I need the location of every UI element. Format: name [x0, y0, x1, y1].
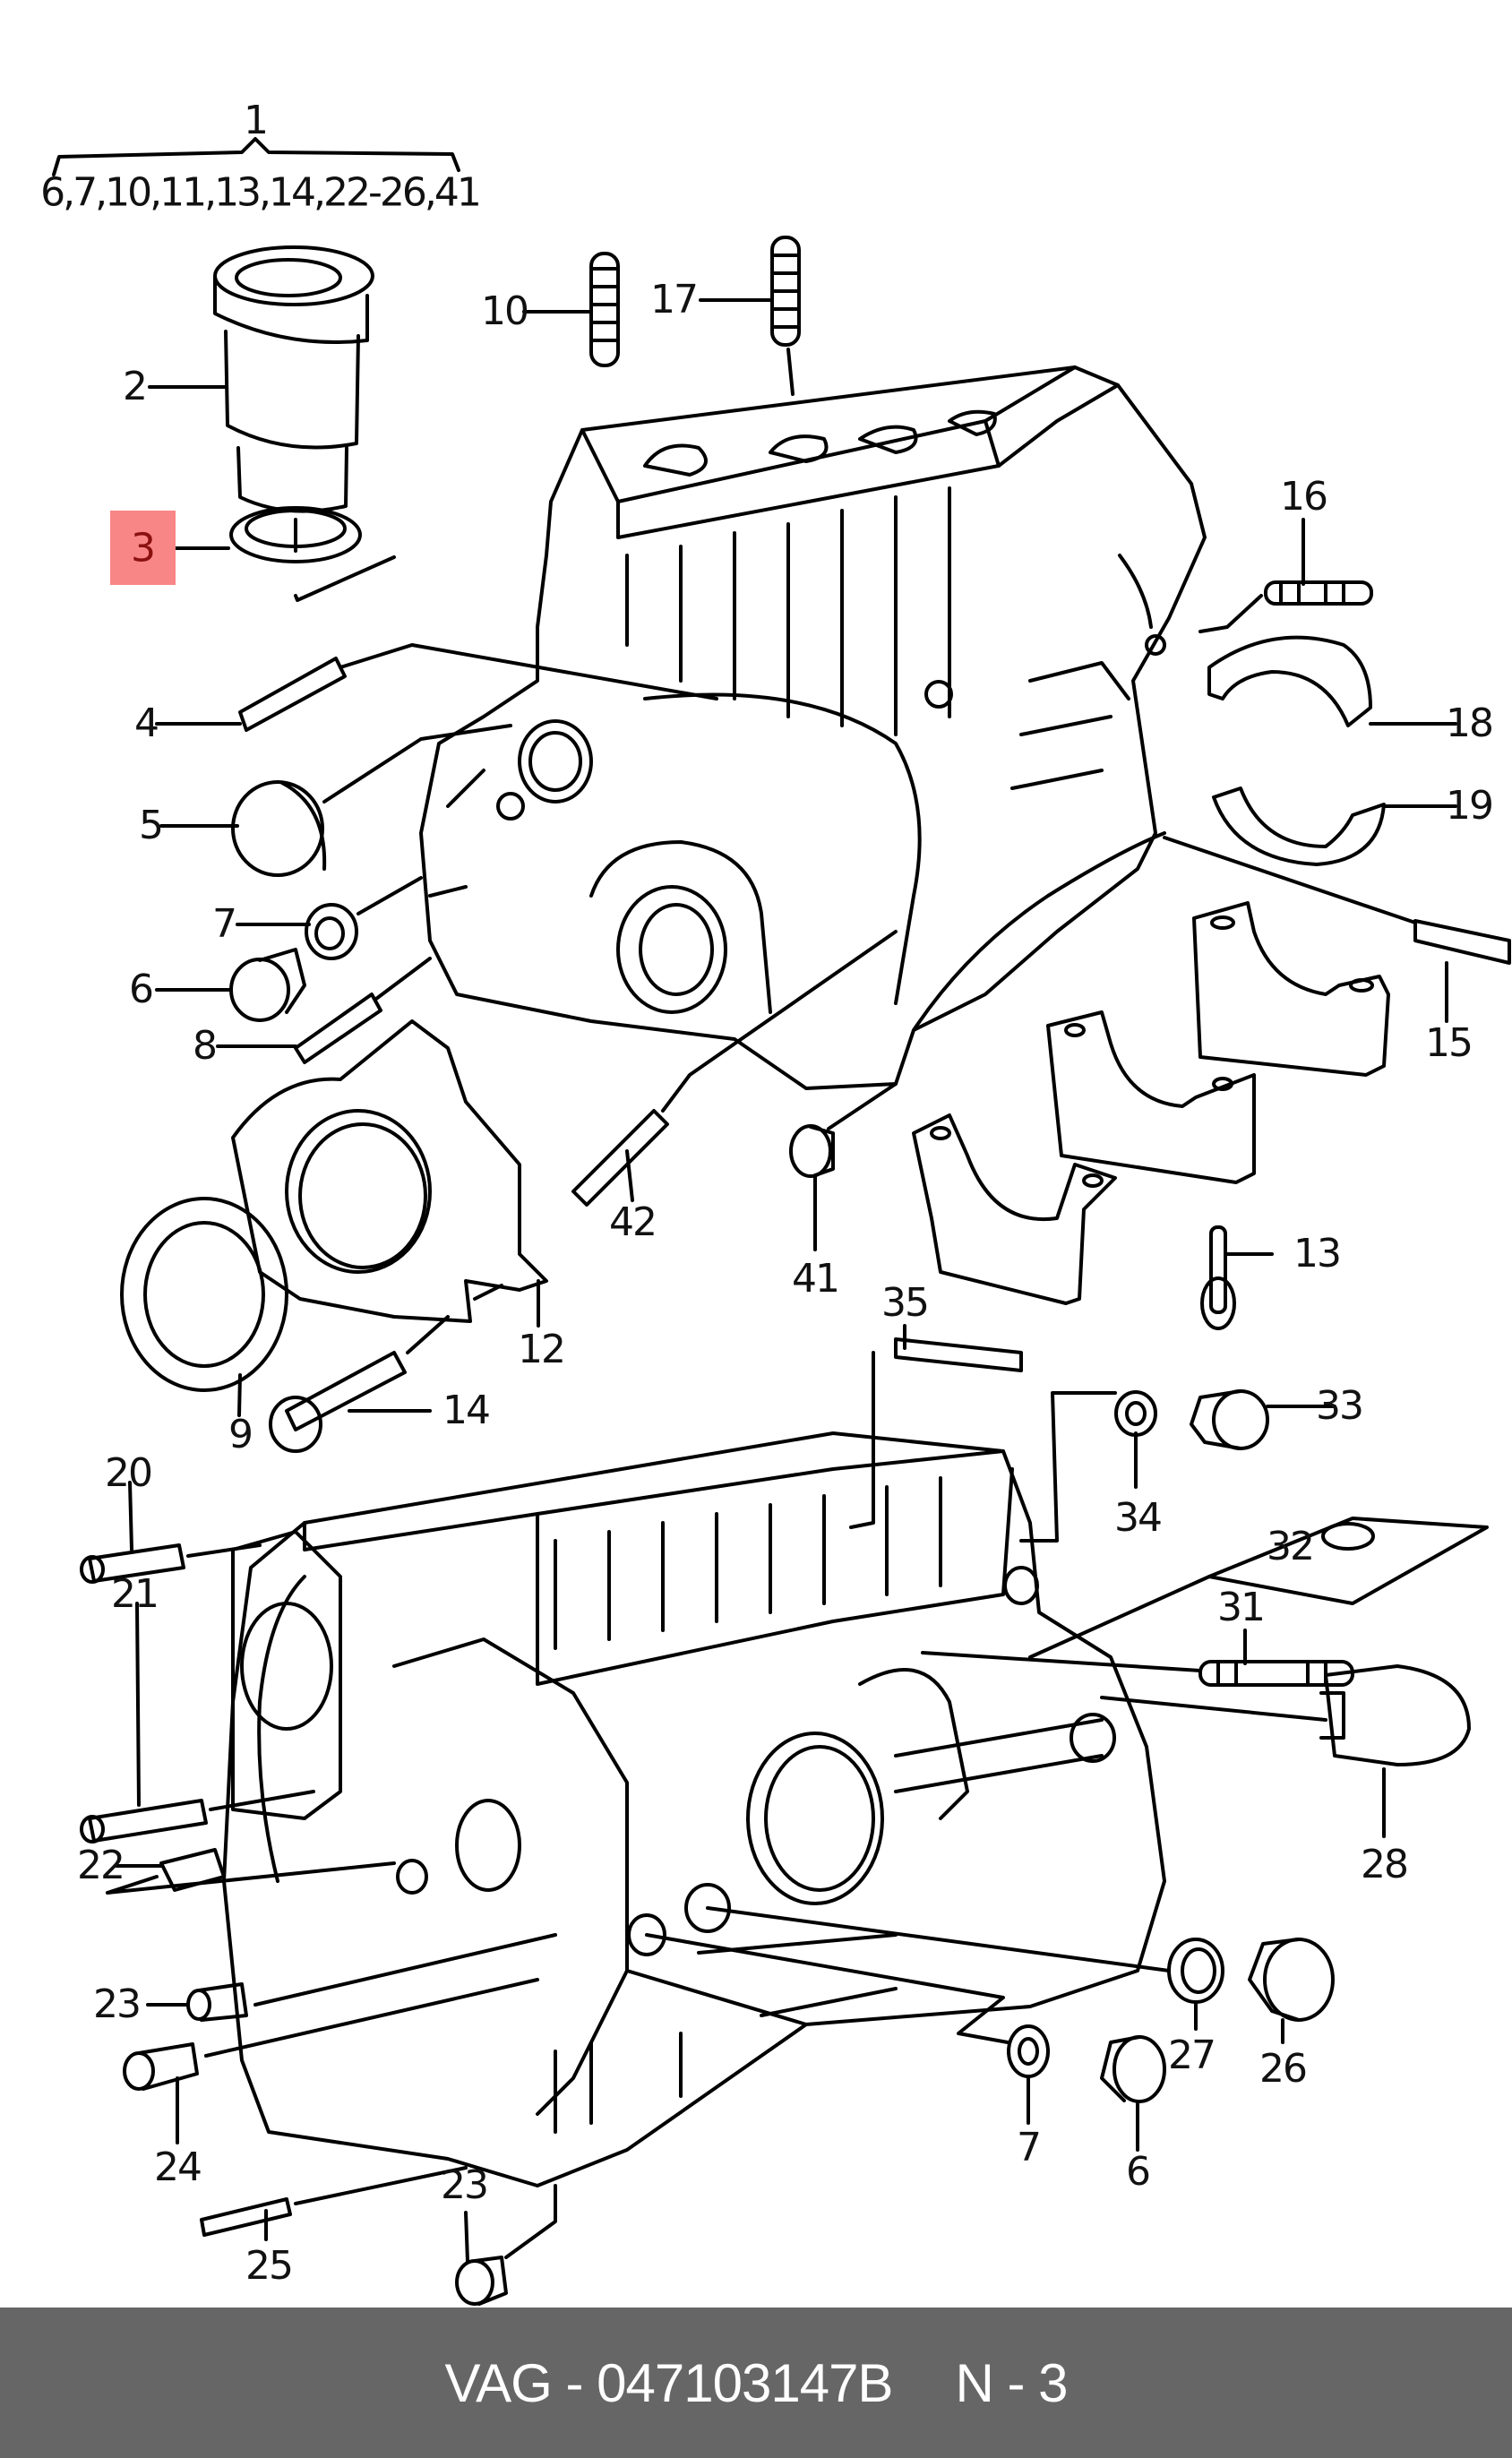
bolt-14 [269, 1351, 407, 1453]
callout-28[interactable]: 28 [1361, 1842, 1409, 1887]
bearing-cap-2 [1046, 1010, 1256, 1184]
callout-24[interactable]: 24 [154, 2144, 202, 2190]
part-number: 047103147B [597, 2352, 893, 2413]
part-2-liner [213, 245, 374, 563]
callout-14[interactable]: 14 [442, 1388, 491, 1433]
callout-17[interactable]: 17 [650, 277, 699, 322]
callout-33[interactable]: 33 [1316, 1383, 1364, 1429]
seal-flange-12 [231, 1019, 548, 1323]
callout-6[interactable]: 6 [129, 967, 154, 1012]
plug-6 [229, 948, 306, 1022]
callout-18[interactable]: 18 [1446, 700, 1494, 746]
kit-number-label: 1 [244, 98, 269, 143]
sender-28 [1319, 1664, 1471, 1766]
callout-2[interactable]: 2 [123, 364, 148, 409]
plug-23-lower [455, 2256, 508, 2306]
callout-22[interactable]: 22 [77, 1843, 125, 1888]
callout-35[interactable]: 35 [881, 1280, 930, 1326]
callout-31[interactable]: 31 [1217, 1585, 1266, 1630]
callout-13[interactable]: 13 [1293, 1231, 1342, 1276]
callout-20[interactable]: 20 [105, 1450, 153, 1496]
callout-19[interactable]: 19 [1446, 783, 1494, 829]
callout-16[interactable]: 16 [1280, 474, 1328, 520]
upper-block [419, 365, 1207, 1090]
oil-seal-9 [120, 1197, 288, 1392]
washer-7-lower [1007, 2024, 1050, 2078]
stud-10 [589, 252, 620, 367]
plug-33 [1190, 1389, 1269, 1450]
stud-4 [238, 657, 347, 732]
callout-10[interactable]: 10 [481, 288, 529, 334]
parts-diagram: 1 6,7,10,11,13,14,22-26,41 3 2 4 5 7 6 8… [40, 98, 1511, 2306]
bearing-cap-3 [912, 1113, 1117, 1305]
page-reference: N - 3 [955, 2352, 1068, 2413]
callout-25[interactable]: 25 [245, 2243, 294, 2289]
callout-23-lower[interactable]: 23 [441, 2162, 489, 2208]
callout-5[interactable]: 5 [139, 803, 164, 848]
cap-plug-5 [231, 780, 327, 877]
cap-plug-41 [789, 1124, 835, 1178]
callout-23[interactable]: 23 [93, 1981, 142, 2027]
callout-6-lower[interactable]: 6 [1126, 2149, 1151, 2195]
callout-26[interactable]: 26 [1259, 2046, 1308, 2092]
lower-block [222, 1431, 1166, 2187]
stud-42 [571, 1109, 669, 1207]
stud-20 [80, 1543, 185, 1584]
callout-7[interactable]: 7 [212, 901, 237, 947]
seal-27 [1167, 1938, 1224, 2004]
washer-7 [305, 903, 358, 960]
pin-25 [200, 2197, 292, 2237]
stud-16 [1264, 580, 1373, 606]
stud-15 [1413, 919, 1511, 965]
part-number-footer: VAG - 047103147B N - 3 [0, 2308, 1512, 2458]
plug-22 [159, 1848, 226, 1892]
plug-6-lower [1100, 2035, 1166, 2103]
separator: - [565, 2352, 583, 2413]
bolt-13 [1200, 1225, 1236, 1330]
kit-includes-label: 6,7,10,11,13,14,22-26,41 [40, 169, 482, 216]
callout-42[interactable]: 42 [609, 1199, 657, 1245]
bearing-shell-18 [1207, 635, 1372, 727]
washer-34 [1114, 1390, 1157, 1437]
highlight-box [110, 511, 176, 585]
callout-8[interactable]: 8 [193, 1023, 218, 1069]
callout-3-highlighted[interactable]: 3 [131, 525, 156, 572]
kit-bracket [52, 137, 460, 176]
engine-block-drawing [52, 137, 1511, 2306]
bearing-cap-1 [1192, 901, 1390, 1077]
stud-8 [294, 993, 382, 1064]
callout-41[interactable]: 41 [792, 1256, 840, 1302]
stud-35 [894, 1337, 1023, 1372]
brand-label: VAG [444, 2352, 553, 2413]
callout-27[interactable]: 27 [1168, 2033, 1216, 2078]
stud-21 [80, 1799, 208, 1844]
callout-12[interactable]: 12 [518, 1327, 566, 1372]
callout-7-lower[interactable]: 7 [1017, 2125, 1042, 2170]
callout-32[interactable]: 32 [1267, 1524, 1315, 1569]
callout-21[interactable]: 21 [111, 1571, 159, 1617]
callout-15[interactable]: 15 [1425, 1020, 1473, 1066]
callout-9[interactable]: 9 [228, 1412, 253, 1457]
cap-32-panel [1207, 1517, 1489, 1605]
stud-17 [770, 236, 801, 347]
plug-24 [123, 2042, 199, 2091]
bearing-shell-19 [1212, 786, 1386, 866]
callout-4[interactable]: 4 [134, 700, 159, 746]
plug-26 [1248, 1938, 1335, 2022]
callout-34[interactable]: 34 [1114, 1495, 1163, 1541]
